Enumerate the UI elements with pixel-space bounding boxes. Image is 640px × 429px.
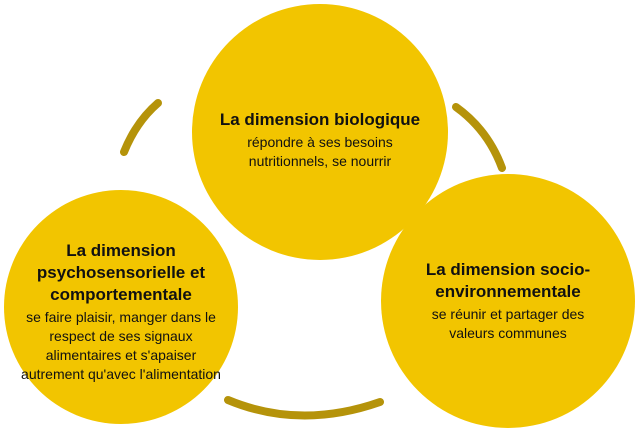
circle-description: se réunir et partager des valeurs commun…: [431, 306, 585, 341]
circle-dimension-biologique: La dimension biologique répondre à ses b…: [192, 4, 448, 260]
arc-bottom: [224, 396, 384, 420]
circle-description: se faire plaisir, manger dans le respect…: [21, 309, 221, 382]
circle-title: La dimension socio-environnementale: [425, 260, 591, 301]
arc-top-left: [120, 99, 162, 156]
circle-description: répondre à ses besoins nutritionnels, se…: [247, 134, 393, 169]
circle-dimension-socio-environnementale: La dimension socio-environnementale se r…: [381, 174, 635, 428]
circle-title: La dimension biologique: [219, 110, 421, 129]
circle-title: La dimension psychosensorielle et compor…: [36, 241, 206, 304]
circle-dimension-psychosensorielle: La dimension psychosensorielle et compor…: [4, 190, 238, 424]
arc-top-right: [452, 103, 506, 172]
